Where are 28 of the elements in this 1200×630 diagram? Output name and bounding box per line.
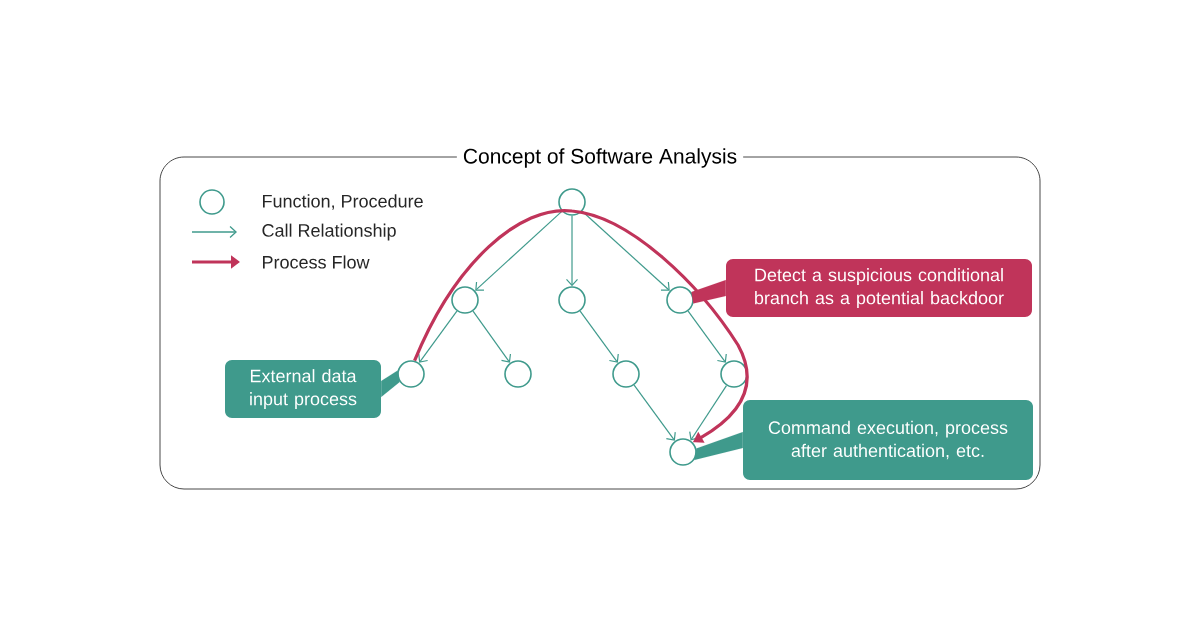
legend-label: Call Relationship <box>262 223 396 241</box>
callout-pointer <box>694 431 743 460</box>
call-arrow <box>565 215 579 287</box>
callout-pointer <box>381 370 400 398</box>
legend-label: Process Flow <box>263 255 370 269</box>
function-circle <box>397 360 425 388</box>
function-circle <box>451 286 479 314</box>
function-circle <box>612 360 640 388</box>
function-circle <box>504 360 532 388</box>
call-arrow <box>633 384 676 441</box>
function-circle <box>666 286 694 314</box>
process-flow-arrow <box>413 209 749 443</box>
call-arrow <box>418 310 458 363</box>
call-arrow <box>472 310 512 363</box>
call-arrow <box>475 210 563 291</box>
callout-box: External data input process <box>225 360 381 418</box>
callout-box: Detect a suspicious conditional branch as a potential backdoor <box>726 259 1032 317</box>
callout-pointer <box>691 279 726 304</box>
callout-box: Command execution, process after authentication, etc. <box>743 400 1033 480</box>
call-arrow <box>689 384 728 441</box>
function-circle <box>558 188 586 216</box>
function-circle <box>720 360 748 388</box>
diagram-title: Concept of Software Analysis <box>456 144 744 172</box>
call-arrow <box>579 310 619 363</box>
function-circle <box>669 438 697 466</box>
function-circle <box>558 286 586 314</box>
legend-label: Function, Procedure <box>263 194 423 210</box>
call-arrow <box>687 310 727 363</box>
